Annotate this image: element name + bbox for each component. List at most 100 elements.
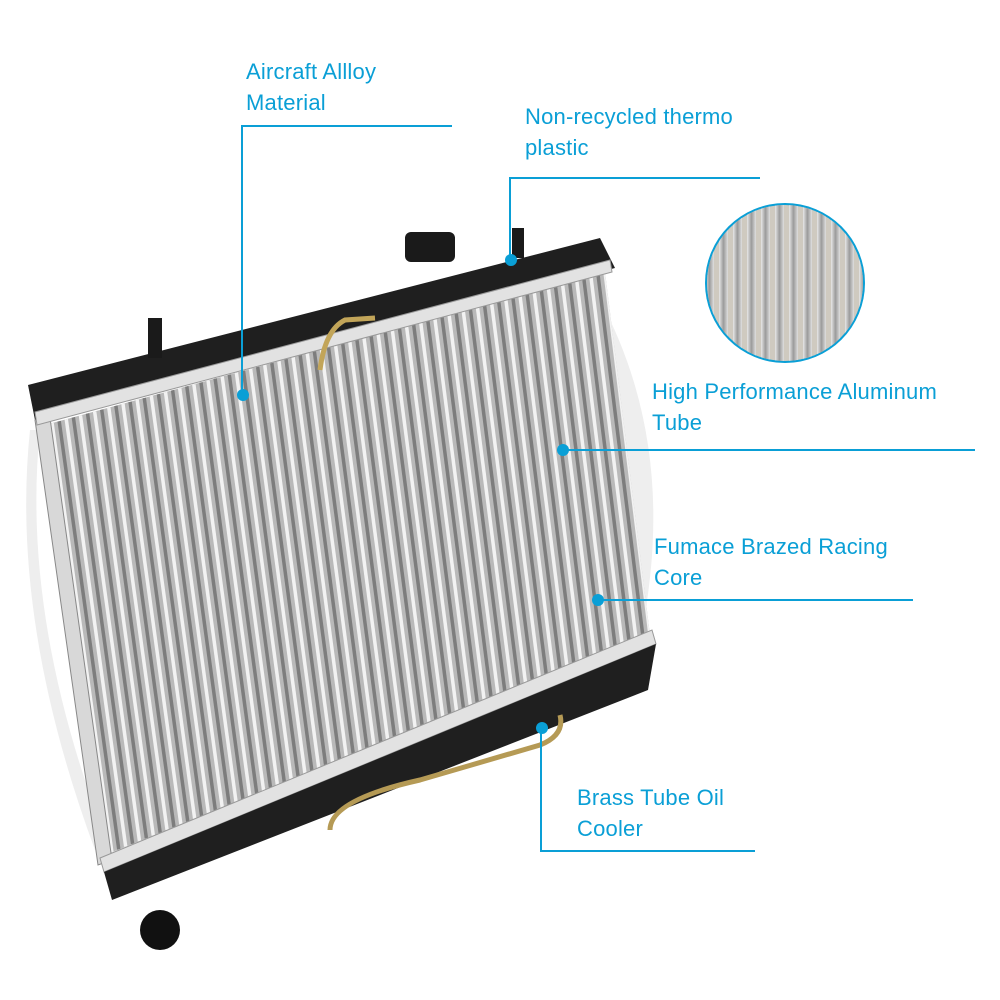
- fin: [440, 316, 494, 700]
- fin: [511, 296, 563, 672]
- fin: [553, 285, 604, 655]
- callout-aircraft-alloy: Aircraft Allloy Material: [246, 56, 376, 118]
- fin: [390, 329, 445, 719]
- fin: [149, 395, 211, 814]
- callout-oil-cooler: Brass Tube Oil Cooler: [577, 782, 724, 844]
- callout-lines: [241, 125, 975, 852]
- tube-fin: [859, 205, 863, 361]
- fin: [348, 341, 404, 736]
- callout-text: Non-recycled thermo: [525, 104, 733, 129]
- fin: [362, 337, 418, 730]
- mount-post: [512, 228, 524, 258]
- fin: [447, 314, 500, 697]
- fin: [489, 302, 542, 680]
- fin: [248, 368, 307, 775]
- fin: [468, 308, 521, 689]
- fin: [163, 391, 225, 808]
- tube-detail-image: [707, 205, 863, 361]
- fin: [383, 331, 438, 722]
- fin: [475, 306, 528, 686]
- tube-fin: [775, 205, 784, 361]
- fin: [312, 351, 369, 750]
- bottom-tank: [104, 644, 656, 900]
- fin: [567, 281, 618, 650]
- fin: [284, 358, 342, 761]
- fin: [546, 287, 597, 658]
- outlet-pipe: [140, 910, 180, 950]
- tube-fin: [789, 205, 798, 361]
- fin: [270, 362, 328, 767]
- fin: [340, 343, 397, 739]
- callout-text: Cooler: [577, 816, 644, 841]
- fin: [128, 401, 190, 822]
- callout-text: Brass Tube Oil: [577, 785, 725, 810]
- fin: [411, 324, 466, 711]
- callout-thermo-plastic: Non-recycled thermo plastic: [525, 101, 733, 163]
- fin: [114, 405, 176, 828]
- fin: [319, 349, 376, 747]
- tube-fin: [831, 205, 840, 361]
- fin: [234, 372, 294, 781]
- callout-racing-core: Fumace Brazed Racing Core: [654, 531, 888, 593]
- fin: [121, 403, 183, 825]
- callout-text: Core: [654, 565, 703, 590]
- fin: [107, 407, 169, 831]
- callout-aluminum-tube: High Performance Aluminum Tube: [652, 376, 937, 438]
- tube-fin: [707, 205, 714, 361]
- fin: [404, 326, 459, 714]
- tube-fin: [719, 205, 728, 361]
- tube-fin: [733, 205, 742, 361]
- tube-fin: [803, 205, 812, 361]
- fin: [255, 366, 314, 772]
- brass-fitting: [317, 315, 376, 371]
- fan-shroud-left: [26, 430, 110, 850]
- fin: [518, 295, 569, 669]
- fin: [539, 289, 590, 661]
- fin: [85, 413, 149, 839]
- fin: [560, 283, 611, 652]
- fin: [532, 291, 583, 664]
- fin: [277, 360, 335, 764]
- fin: [603, 272, 650, 636]
- fin: [589, 275, 638, 641]
- top-tank: [28, 238, 615, 420]
- fin: [291, 356, 349, 758]
- callout-text: Tube: [652, 410, 703, 435]
- fin: [461, 310, 514, 691]
- fin: [263, 364, 321, 769]
- core-fins: [45, 272, 650, 855]
- fin: [177, 387, 238, 803]
- fin: [185, 386, 245, 800]
- fin: [355, 339, 411, 733]
- callout-text: Aircraft Allloy: [246, 59, 377, 84]
- fin: [298, 355, 356, 755]
- filler-neck: [405, 232, 455, 262]
- fin: [241, 370, 300, 778]
- brass-oil-cooler-tube: [327, 714, 564, 831]
- fin: [454, 312, 507, 694]
- fin: [213, 378, 273, 789]
- side-rail-top: [34, 259, 613, 426]
- fin: [92, 411, 156, 836]
- fin: [142, 397, 204, 817]
- fin: [99, 409, 162, 833]
- fin: [206, 380, 266, 792]
- fin: [170, 389, 231, 806]
- fin: [596, 273, 645, 639]
- fin: [50, 422, 114, 853]
- tube-fin: [817, 205, 826, 361]
- fin: [574, 279, 625, 647]
- fin: [199, 382, 259, 794]
- fin: [525, 293, 576, 666]
- fin: [397, 327, 452, 716]
- tube-fin: [761, 205, 770, 361]
- fin: [305, 353, 362, 753]
- fin: [71, 417, 135, 845]
- tube-fin: [845, 205, 854, 361]
- fin: [369, 335, 425, 728]
- fin: [78, 415, 142, 842]
- callout-text: plastic: [525, 135, 589, 160]
- fin: [135, 399, 197, 820]
